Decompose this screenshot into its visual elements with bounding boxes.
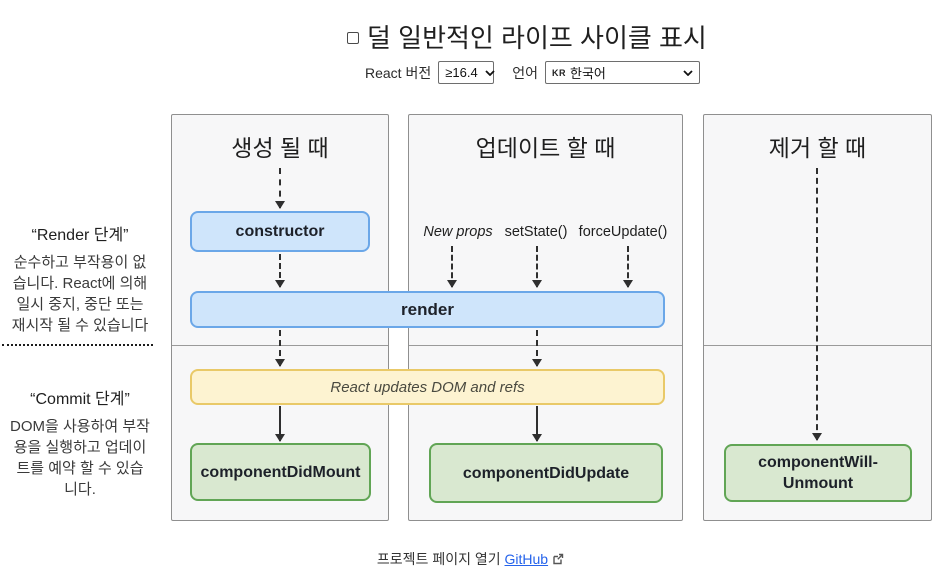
- react-updates-dom-box: React updates DOM and refs: [190, 369, 665, 405]
- external-link-icon: [552, 552, 564, 568]
- arrow-domupdate-to-didupdate: [532, 406, 542, 442]
- arrow-forceupdate-to-render: [623, 246, 633, 288]
- react-version-select[interactable]: ≥16.4: [438, 61, 495, 84]
- github-link[interactable]: GitHub: [504, 551, 549, 567]
- kr-flag-icon: KR: [552, 67, 566, 78]
- panel-mounting-header: 생성 될 때: [231, 135, 329, 161]
- react-version-value: ≥16.4: [445, 65, 478, 80]
- panel-updating-header: 업데이트 할 때: [475, 135, 616, 161]
- footer-text: 프로젝트 페이지 열기: [376, 551, 501, 567]
- arrow-mount-to-constructor: [275, 168, 285, 209]
- componentwillunmount-box[interactable]: componentWill- Unmount: [724, 444, 912, 502]
- chevron-down-icon: [485, 69, 495, 76]
- arrow-newprops-to-render: [447, 246, 457, 288]
- show-less-common-checkbox[interactable]: [347, 32, 359, 44]
- trigger-forceupdate[interactable]: forceUpdate(): [578, 224, 668, 240]
- header: 덜 일반적인 라이프 사이클 표시: [347, 18, 707, 55]
- render-phase-title: “Render 단계”: [31, 227, 129, 244]
- arrow-unmount-to-willunmount: [812, 168, 822, 441]
- panel-unmounting-header: 제거 할 때: [768, 135, 867, 161]
- render-box[interactable]: render: [190, 291, 665, 328]
- commit-phase-title: “Commit 단계”: [30, 391, 130, 408]
- panel-divider: [409, 345, 682, 346]
- phase-separator: [2, 344, 153, 346]
- footer: 프로젝트 페이지 열기 GitHub: [0, 549, 941, 569]
- arrow-constructor-to-render: [275, 254, 285, 288]
- constructor-box[interactable]: constructor: [190, 211, 370, 252]
- arrow-domupdate-to-didmount: [275, 406, 285, 442]
- controls: React 버전 ≥16.4 언어 KR 한국어: [365, 61, 700, 84]
- render-phase-note: “Render 단계” 순수하고 부작용이 없 습니다. React에 의해 일…: [4, 221, 156, 336]
- trigger-setstate[interactable]: setState(): [504, 224, 568, 240]
- chevron-down-icon: [683, 69, 693, 76]
- render-phase-description: 순수하고 부작용이 없 습니다. React에 의해 일시 중지, 중단 또는 …: [11, 254, 149, 334]
- react-version-label: React 버전: [365, 64, 432, 81]
- commit-phase-description: DOM을 사용하여 부작 용을 실행하고 업데이 트를 예약 할 수 있습 니다…: [10, 418, 150, 498]
- language-select[interactable]: KR 한국어: [545, 61, 700, 84]
- componentdidupdate-box[interactable]: componentDidUpdate: [429, 443, 663, 503]
- arrow-render-to-domupdate-left: [275, 330, 285, 367]
- arrow-setstate-to-render: [532, 246, 542, 288]
- language-label: 언어: [512, 64, 538, 81]
- componentdidmount-box[interactable]: componentDidMount: [190, 443, 371, 501]
- commit-phase-note: “Commit 단계” DOM을 사용하여 부작 용을 실행하고 업데이 트를 …: [4, 385, 156, 500]
- trigger-new-props: New props: [423, 224, 493, 240]
- arrow-render-to-domupdate-right: [532, 330, 542, 367]
- language-value: 한국어: [570, 66, 606, 81]
- page-title: 덜 일반적인 라이프 사이클 표시: [367, 23, 707, 53]
